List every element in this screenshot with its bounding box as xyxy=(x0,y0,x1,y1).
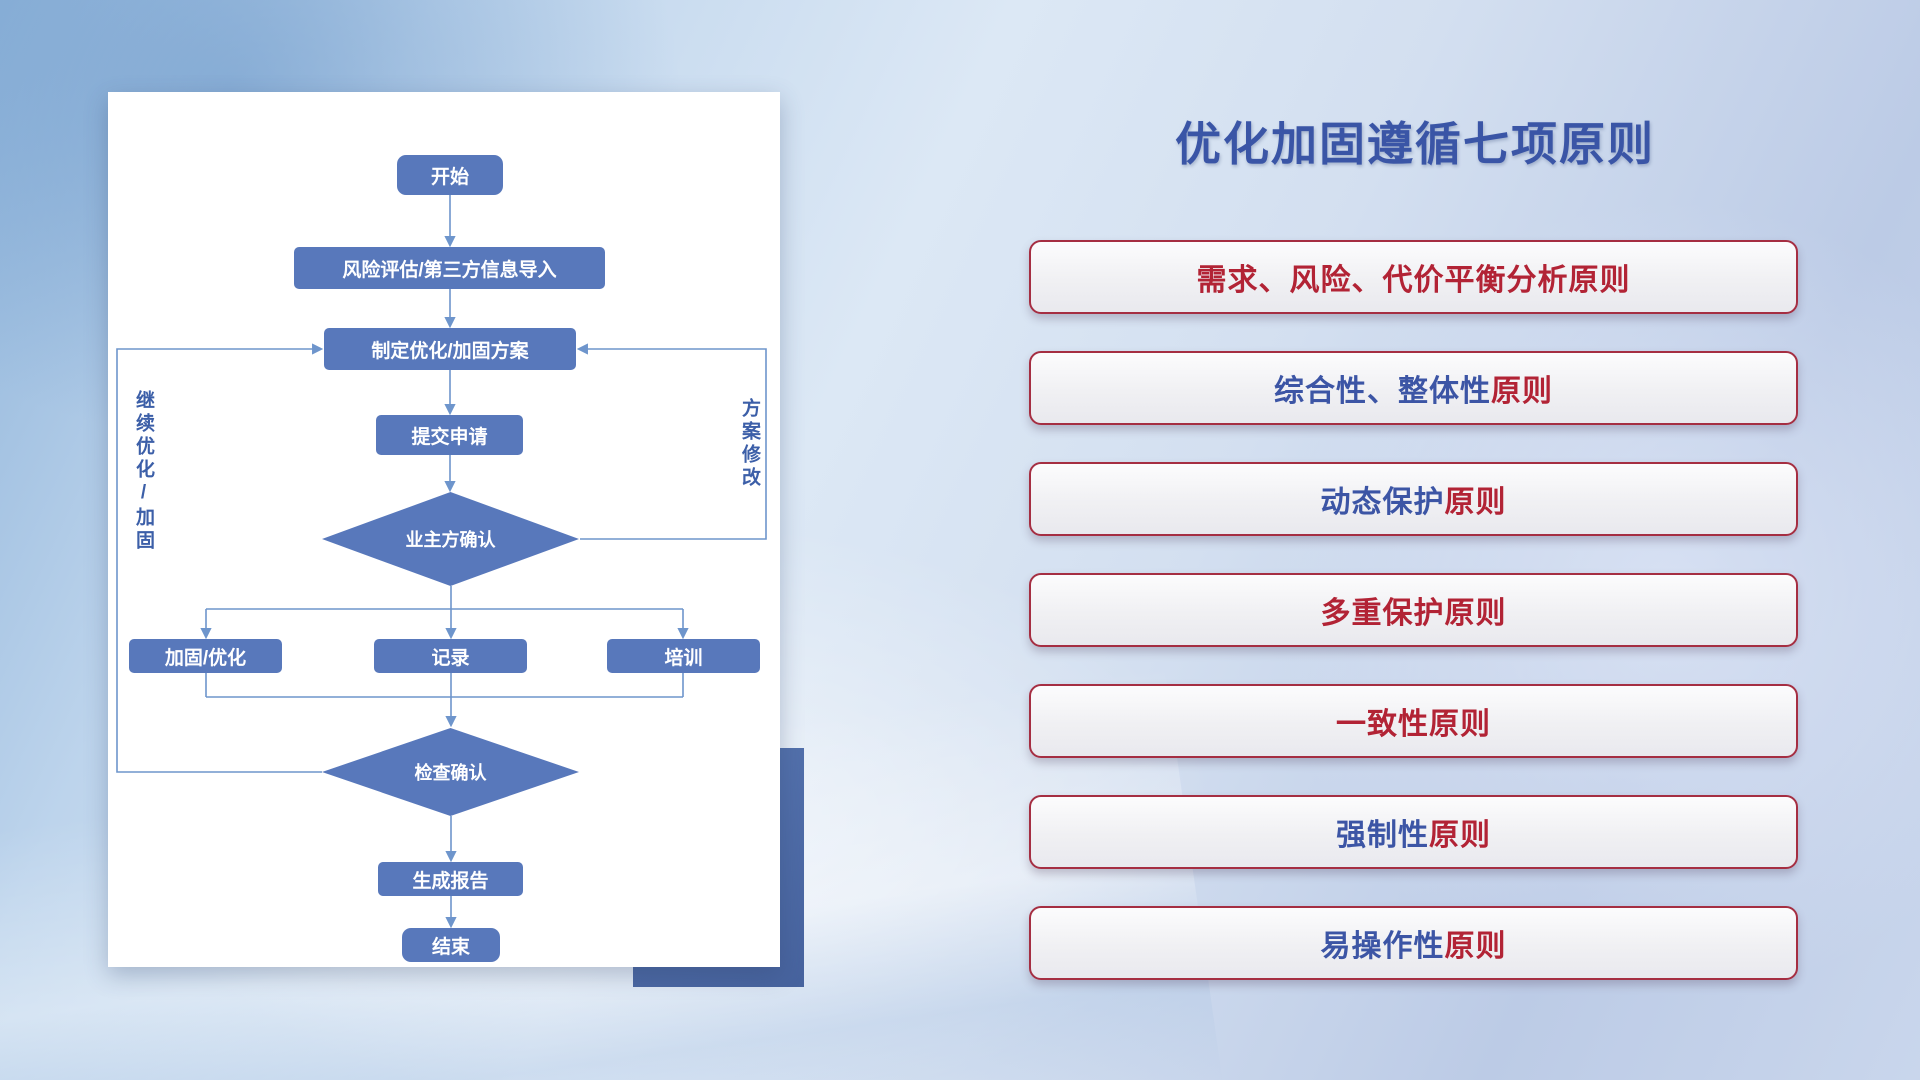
principle-text-main: 易操作性 xyxy=(1320,930,1445,963)
principle-text-main: 一致性原则 xyxy=(1336,708,1491,741)
flow-node-start: 开始 xyxy=(397,155,503,195)
flow-node-record: 记录 xyxy=(374,639,527,673)
principle-text-main: 需求、风险、代价平衡分析原则 xyxy=(1196,264,1631,297)
page-title: 优化加固遵循七项原则 xyxy=(1175,118,1655,170)
principle-text-main: 多重保护原则 xyxy=(1320,597,1507,630)
flow-node-training: 培训 xyxy=(607,639,760,673)
principle-text-suffix: 原则 xyxy=(1444,930,1507,963)
flow-label-plan-modify: 方案修改 xyxy=(739,398,760,490)
principle-box-3: 动态保护 原则 xyxy=(1029,462,1798,536)
principle-box-2: 综合性、整体性 原则 xyxy=(1029,351,1798,425)
flow-node-make-plan: 制定优化/加固方案 xyxy=(324,328,576,370)
flowchart-card: 开始 风险评估/第三方信息导入 制定优化/加固方案 提交申请 业主方确认 加固/… xyxy=(108,92,780,967)
flowchart-connectors xyxy=(116,195,767,929)
principle-text-main: 强制性 xyxy=(1336,819,1429,852)
flow-node-end: 结束 xyxy=(402,928,500,962)
flow-label-continue-loop: 继续优化/加固 xyxy=(133,390,154,553)
principle-text-main: 综合性、整体性 xyxy=(1274,375,1491,408)
principle-text-suffix: 原则 xyxy=(1444,486,1507,519)
principle-box-4: 多重保护原则 xyxy=(1029,573,1798,647)
principle-text-main: 动态保护 xyxy=(1320,486,1445,519)
flow-node-report: 生成报告 xyxy=(378,862,523,896)
flow-node-risk-import: 风险评估/第三方信息导入 xyxy=(294,247,605,289)
principle-text-suffix: 原则 xyxy=(1491,375,1553,408)
flow-node-submit: 提交申请 xyxy=(376,415,523,455)
principle-box-7: 易操作性 原则 xyxy=(1029,906,1798,980)
principle-box-6: 强制性 原则 xyxy=(1029,795,1798,869)
principle-text-suffix: 原则 xyxy=(1429,819,1491,852)
principles-list: 需求、风险、代价平衡分析原则 综合性、整体性 原则 动态保护 原则 多重保护原则… xyxy=(1029,240,1798,980)
principle-box-1: 需求、风险、代价平衡分析原则 xyxy=(1029,240,1798,314)
flow-node-reinforce: 加固/优化 xyxy=(129,639,282,673)
principle-box-5: 一致性原则 xyxy=(1029,684,1798,758)
